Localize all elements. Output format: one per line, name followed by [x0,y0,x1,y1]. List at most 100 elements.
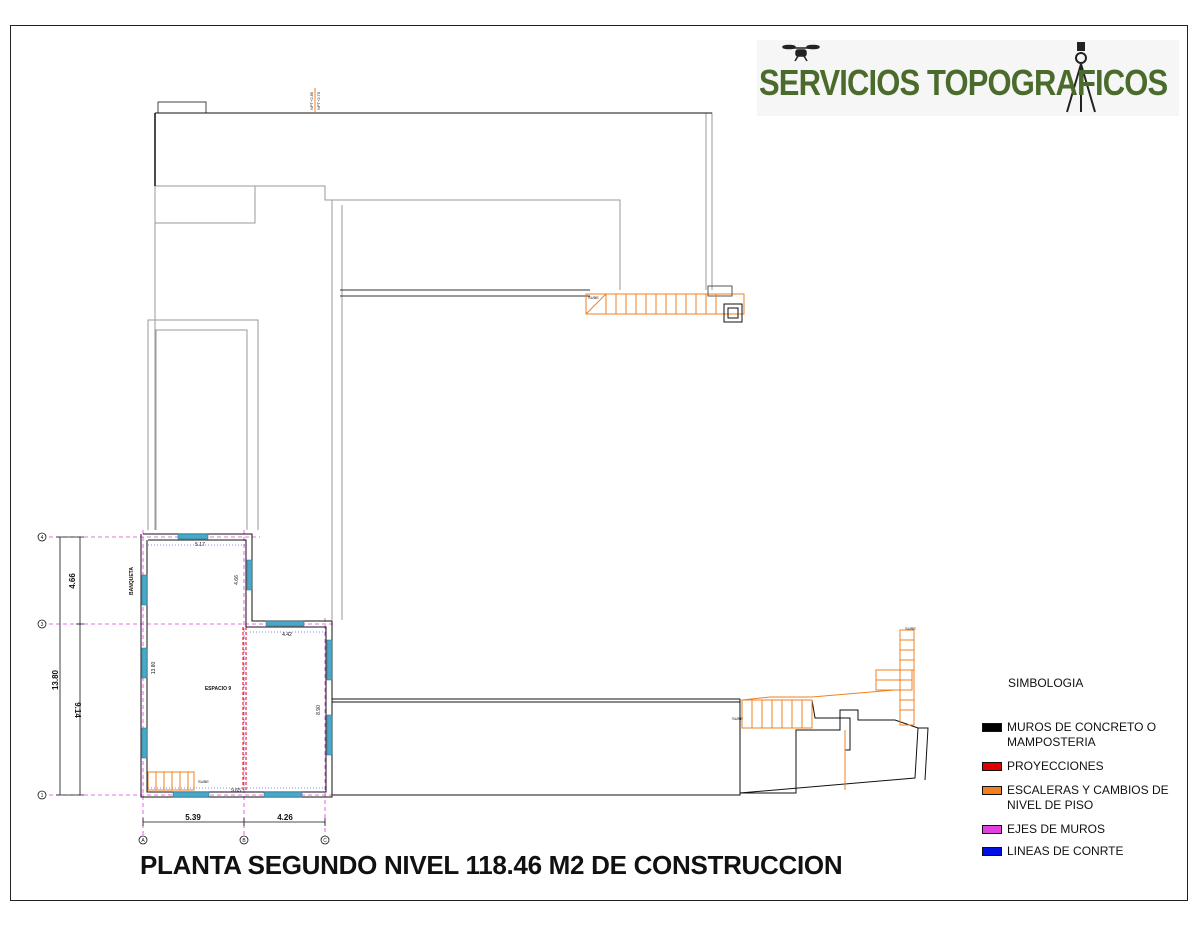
dim-text-inner-right: 8.90 [316,705,322,715]
main-room-outer [140,533,333,798]
window-left-1 [141,574,148,606]
legend-swatch [982,762,1002,771]
company-name: SERVICIOS TOPOGRAFICOS [759,62,1168,103]
window-right-1 [326,639,333,681]
upper-stair [585,285,745,323]
level-top-label-b: NPT+2.70 [316,91,321,110]
window-right-2 [326,714,333,756]
upper-building-outline [147,101,713,620]
wing-stair-vertical-treads [900,639,914,711]
windows [141,533,333,798]
dim-text-left-upper: 4.66 [68,573,77,589]
dim-text-inner-width: 4.42 [282,632,292,638]
wing-stair-label: SUBE [732,716,743,721]
room-labels: ESPACIO 9 BANQUETA [129,567,231,692]
room-stair-outline [147,771,195,791]
upper-outline-inner [155,185,621,290]
upper-stair-box-inner [727,307,739,319]
dimension-texts: 13.80 4.66 9.14 5.39 4.26 [51,573,293,822]
drone-icon [782,44,820,62]
sheet-border [10,25,1188,901]
mid-block-inner [155,329,248,530]
legend-label: LINEAS DE CONRTE [1007,844,1124,858]
wing-stair-label-b: SUBE [905,626,916,631]
cut-lines [148,544,326,789]
axis-bubbles [37,532,330,845]
axis-label-row-1: 1 [41,793,44,799]
window-mid-top [265,620,305,627]
dim-text-bottom-inner: 9.65 [231,788,241,794]
lower-right-wing [332,698,929,796]
legend-swatch [982,825,1002,834]
upper-annex [154,185,256,224]
room-stair-label: SUBE [198,779,209,784]
window-top [177,533,209,540]
dim-text-inner-upper: 4.66 [234,575,240,585]
wing-stair-vertical [899,629,915,726]
level-markers: NPT+2.85 NPT+2.70 [309,88,321,113]
dimension-lines [56,536,326,826]
upper-outline-main [155,112,713,290]
dim-text-left-total: 13.80 [51,669,60,690]
main-room-walls [140,533,333,798]
axis-label-row-3: 3 [41,622,44,628]
dim-text-bottom-bc: 4.26 [277,813,293,822]
room-label: ESPACIO 9 [205,686,232,692]
window-bottom-2 [263,791,303,798]
dim-text-top-width: 5.17 [195,542,205,548]
dim-text-left-lower: 9.14 [73,702,82,718]
upper-stair-label: SUBE [588,295,599,300]
wing-step [811,699,851,790]
legend-label: MUROS DE CONCRETO O MAMPOSTERIA [1007,720,1157,749]
wing-stair-1 [741,699,813,729]
main-room-inner [146,539,327,793]
legend-title: SIMBOLOGIA [1008,676,1084,690]
upper-stair-treads [605,294,717,314]
surveyor-tripod-icon [1066,42,1096,113]
axis-bubble-row-3 [37,619,47,629]
legend-label: EJES DE MUROS [1007,822,1106,836]
legend-swatch [982,723,1002,732]
axis-label-row-4: 4 [41,535,44,541]
axis-bubble-labels: 4 3 1 A B C [41,535,328,844]
room-stair-treads [155,772,189,790]
legend-label: ESCALERAS Y CAMBIOS DE NIVEL DE PISO [1007,783,1169,812]
window-left-3 [141,727,148,759]
company-logo: SERVICIOS TOPOGRAFICOS [757,40,1179,116]
axis-bubble-col-b [239,835,249,845]
drawing-title: PLANTA SEGUNDO NIVEL 118.46 M2 DE CONSTR… [140,850,843,880]
wing-level-line [741,689,896,701]
axis-bubble-row-4 [37,532,47,542]
legend-swatch [982,786,1002,795]
axis-bubble-col-c [320,835,330,845]
level-top-label: NPT+2.85 [309,91,314,110]
axis-label-col-b: B [242,838,246,844]
upper-stair-outline [585,293,745,315]
wing-bottom-wall [332,727,929,796]
room-stair [147,771,195,791]
inner-dimension-texts: 5.17 4.42 4.66 13.80 8.90 9.65 [151,542,322,794]
wing-right-block [739,699,919,794]
mid-block [147,319,259,530]
upper-stair-landing [707,285,733,297]
roof-box [157,101,207,114]
legend-swatch [982,847,1002,856]
wing-stair-1-treads [751,700,803,728]
legend-label: PROYECCIONES [1007,759,1104,773]
sidewalk-label: BANQUETA [129,567,135,595]
window-bottom-1 [172,791,210,798]
projections [242,627,247,792]
axis-bubble-row-1 [37,790,47,800]
dim-text-bottom-ab: 5.39 [185,813,201,822]
axis-label-col-a: A [141,838,145,844]
window-left-2 [141,647,148,679]
dim-text-inner-left: 13.80 [151,662,157,675]
axis-label-col-c: C [323,838,327,844]
right-wing-stairs [741,629,915,790]
upper-stair-box [723,303,743,323]
upper-stair-diag [585,293,607,315]
window-right-top [246,559,253,591]
axis-bubble-col-a [138,835,148,845]
